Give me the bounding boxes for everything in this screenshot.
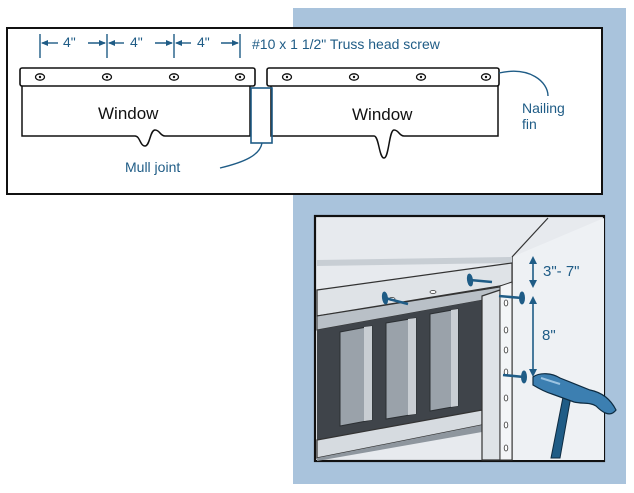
nail-spacing-label: 8" bbox=[542, 327, 556, 344]
hammer-head bbox=[532, 373, 617, 415]
mull-joint-diagram: Window Window Mull joint Nailing fin bbox=[6, 27, 603, 195]
screw-label: #10 x 1 1/2" Truss head screw bbox=[252, 36, 441, 52]
spacing-label-1: 4" bbox=[63, 34, 76, 50]
nailing-fin-right bbox=[266, 67, 500, 87]
vertical-dimensions bbox=[529, 256, 537, 377]
spacing-label-3: 4" bbox=[197, 34, 210, 50]
top-diagram-frame bbox=[6, 27, 603, 195]
top-spacing-label: 3"- 7" bbox=[543, 263, 580, 280]
screw-holes bbox=[34, 73, 492, 81]
nail-icon bbox=[381, 273, 527, 384]
window-side-jamb bbox=[481, 289, 501, 461]
nail-side-2 bbox=[502, 370, 527, 384]
spacing-label-2: 4" bbox=[130, 34, 143, 50]
nailing-fin-left bbox=[19, 67, 256, 87]
mull-joint-leader bbox=[219, 142, 263, 169]
nailing-pattern-diagram: 3"- 7" 8" bbox=[313, 214, 617, 463]
mull-joint-label: Mull joint bbox=[125, 159, 180, 175]
nail-head-2 bbox=[381, 291, 409, 306]
nailing-fin-label-line2: fin bbox=[522, 116, 537, 132]
nail-side-1 bbox=[498, 291, 525, 305]
nailing-fin-label-line1: Nailing bbox=[522, 100, 565, 116]
window-left-body bbox=[21, 86, 251, 147]
window-right-body bbox=[270, 86, 499, 159]
hammer-icon bbox=[532, 373, 617, 459]
window-left-label: Window bbox=[98, 104, 159, 123]
nailing-fin-leader bbox=[498, 70, 549, 97]
window-right-label: Window bbox=[352, 105, 413, 124]
spacing-dimensions bbox=[39, 34, 241, 58]
nail-head-1 bbox=[466, 273, 493, 287]
